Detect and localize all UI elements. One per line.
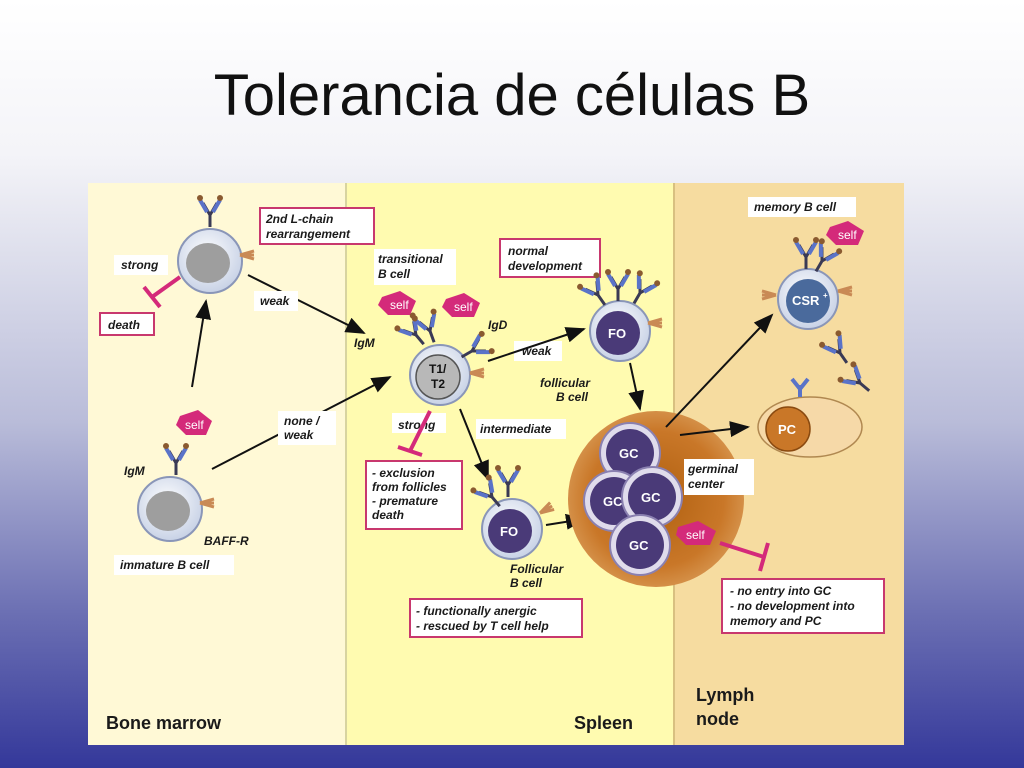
germinal-center-box	[684, 459, 754, 495]
plasma-cell: PC	[757, 327, 880, 458]
self-tag-transitional-2: self	[442, 293, 480, 317]
exclusion-box	[365, 460, 463, 530]
immature-b-cell-box	[114, 555, 234, 575]
exclusion-label-4: death	[372, 508, 404, 522]
strong-bm-label: strong	[121, 258, 159, 272]
strong-spleen-inhibition-bar	[397, 410, 432, 457]
none-weak-label-1: none /	[284, 414, 321, 428]
arrow-gc-to-pc	[679, 421, 750, 438]
t1t2-label-2: T2	[431, 377, 445, 391]
immature-b-cell-label: immature B cell	[120, 558, 210, 572]
gc-label: GC	[603, 494, 623, 509]
gc-inhibition-bar	[719, 541, 770, 572]
transitional-box	[374, 249, 456, 285]
arrow-gc-to-memory	[665, 313, 774, 428]
arrow-to-fo-bottom	[459, 408, 489, 481]
l-chain-label-1: 2nd L-chain	[265, 212, 333, 226]
self-text: self	[390, 298, 409, 312]
normal-dev-label-1: normal	[508, 244, 549, 258]
gc-cell-4: GC	[609, 514, 671, 576]
immature-b-cell	[137, 441, 216, 542]
exclusion-label-1: - exclusion	[372, 466, 435, 480]
fo-cell-top: FO	[573, 267, 664, 362]
follicular-b-label-2: B cell	[510, 576, 543, 590]
top-b-cell	[177, 193, 256, 294]
no-entry-label-2: - no development into	[730, 599, 855, 613]
slide-title: Tolerancia de células B	[213, 63, 811, 128]
self-tag-gc: self	[676, 521, 716, 545]
none-weak-label-2: weak	[284, 428, 315, 442]
fo-bottom-label: FO	[500, 524, 518, 539]
arrow-to-fo-top	[487, 327, 586, 362]
germinal-label-1: germinal	[687, 462, 739, 476]
no-entry-box	[721, 578, 885, 634]
gc-cell-3: GC	[621, 466, 683, 528]
exclusion-label-3: - premature	[372, 494, 438, 508]
strong-spleen-label: strong	[398, 418, 436, 432]
anergic-label-2: - rescued by T cell help	[416, 619, 549, 633]
self-text: self	[686, 528, 705, 542]
self-text: self	[838, 228, 857, 242]
arrow-fo-to-gc	[628, 362, 644, 411]
weak-spleen-box	[514, 341, 562, 361]
csr-memory-cell: CSR +	[760, 235, 854, 330]
weak-bm-box	[254, 291, 298, 311]
baff-r-label: BAFF-R	[204, 534, 249, 548]
igm-label-immature: IgM	[124, 464, 146, 478]
normal-development-box	[499, 238, 601, 278]
fo-top-label: FO	[608, 326, 626, 341]
zone-label-lymph: Lymph	[696, 685, 754, 705]
germinal-label-2: center	[688, 477, 725, 491]
t1-t2-cell: T1/ T2	[391, 305, 498, 406]
normal-dev-label-2: development	[508, 259, 583, 273]
anergic-label-1: - functionally anergic	[416, 604, 537, 618]
follicular-b-label-1: Follicular	[510, 562, 565, 576]
weak-bm-label: weak	[260, 294, 291, 308]
follicular-label-2: B cell	[556, 390, 589, 404]
no-entry-label-3: memory and PC	[730, 614, 822, 628]
svg-text:+: +	[823, 291, 828, 300]
strong-bm-box	[114, 255, 168, 275]
transitional-label-2: B cell	[378, 267, 411, 281]
igm-label-transitional: IgM	[354, 336, 376, 350]
l-chain-box	[259, 207, 375, 245]
csr-label: CSR	[792, 293, 820, 308]
exclusion-label-2: from follicles	[372, 480, 447, 494]
self-tag-transitional-1: self	[378, 291, 416, 315]
transitional-label-1: transitional	[378, 252, 443, 266]
gc-label: GC	[641, 490, 661, 505]
pc-label: PC	[778, 422, 797, 437]
strong-inhibition-bar	[142, 275, 182, 309]
t1t2-label-1: T1/	[429, 362, 447, 376]
zone-label-spleen: Spleen	[574, 713, 633, 733]
anergic-box	[409, 598, 583, 638]
self-text: self	[454, 300, 473, 314]
death-label: death	[108, 318, 140, 332]
intermediate-box	[476, 419, 566, 439]
weak-spleen-label: weak	[522, 344, 553, 358]
follicular-label-1: follicular	[540, 376, 591, 390]
igd-label: IgD	[488, 318, 508, 332]
memory-b-cell-label: memory B cell	[754, 200, 837, 214]
zone-label-bone-marrow: Bone marrow	[106, 713, 222, 733]
gc-label: GC	[619, 446, 639, 461]
arrow-to-rearrangement	[191, 299, 212, 388]
strong-spleen-box	[392, 413, 446, 433]
l-chain-label-2: rearrangement	[266, 227, 351, 241]
fo-cell-bottom: FO	[467, 463, 556, 560]
no-entry-label-1: - no entry into GC	[730, 584, 832, 598]
death-box	[99, 312, 155, 336]
none-weak-box	[278, 411, 336, 445]
b-cell-tolerance-diagram: Bone marrow Spleen Lymph node 2nd L-chai…	[88, 183, 904, 745]
self-text: self	[185, 418, 204, 432]
diagram-svg: Bone marrow Spleen Lymph node 2nd L-chai…	[88, 183, 904, 745]
memory-b-cell-box	[748, 197, 856, 217]
self-tag-memory: self	[826, 221, 864, 245]
gc-label: GC	[629, 538, 649, 553]
intermediate-label: intermediate	[480, 422, 552, 436]
arrow-weak-to-transitional	[247, 274, 366, 334]
zone-label-node: node	[696, 709, 739, 729]
self-tag-immature: self	[176, 410, 212, 435]
